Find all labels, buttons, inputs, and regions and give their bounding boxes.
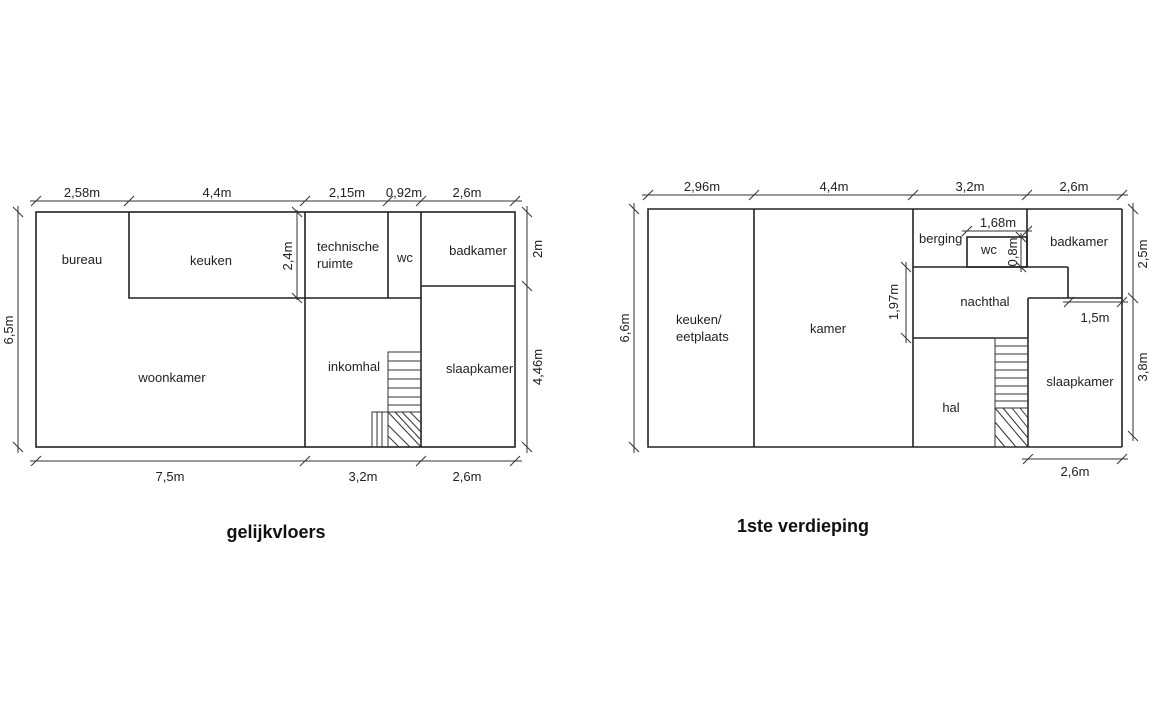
dim-label: 2,6m [453, 185, 482, 200]
first-floor-title: 1ste verdieping [737, 516, 869, 536]
dim-label: 3,2m [956, 179, 985, 194]
dim-label: 2,96m [684, 179, 720, 194]
ground-right-dim-line [521, 206, 533, 453]
dim-label: 2,6m [453, 469, 482, 484]
room-label-slaapkamer: slaapkamer [446, 361, 514, 376]
room-label-ruimte: ruimte [317, 256, 353, 271]
dim-label: 2m [530, 240, 545, 258]
dim-label: 0,92m [386, 185, 422, 200]
wc-width-dim-line [961, 225, 1033, 237]
dim-label: 3,2m [349, 469, 378, 484]
first-outer-wall [647, 208, 1028, 448]
dim-label: 4,4m [820, 179, 849, 194]
ground-bottom-dim-line [30, 455, 522, 467]
dim-label: 1,5m [1081, 310, 1110, 325]
room-label-eetplaats: eetplaats [676, 329, 729, 344]
dim-label: 4,46m [530, 349, 545, 385]
ground-floor-title: gelijkvloers [226, 522, 325, 542]
room-label-keuken: keuken [190, 253, 232, 268]
room-label-wc: wc [396, 250, 413, 265]
ground-top-dim-line [30, 195, 522, 207]
ground-staircase [371, 351, 422, 448]
ground-floor-plan: bureau keuken technische ruimte wc badka… [1, 185, 545, 542]
dim-label: 6,6m [617, 314, 632, 343]
dim-label: 4,4m [203, 185, 232, 200]
dim-label: 2,6m [1061, 464, 1090, 479]
room-label-nachthal: nachthal [960, 294, 1009, 309]
room-label-woonkamer: woonkamer [137, 370, 206, 385]
keuken-wall [128, 212, 305, 299]
first-top-dim-line [642, 189, 1128, 201]
dim-label: 0,8m [1005, 238, 1020, 267]
room-label-kamer: kamer [810, 321, 847, 336]
dim-label: 2,58m [64, 185, 100, 200]
first-left-dim-line [628, 203, 640, 453]
room-label-berging: berging [919, 231, 962, 246]
dim-label: 3,8m [1135, 353, 1150, 382]
ground-left-dim-line [12, 206, 24, 453]
room-label-keuken-eetplaats: keuken/ [676, 312, 722, 327]
first-bottom-dim-line [1022, 453, 1128, 465]
dim-label: 1,68m [980, 215, 1016, 230]
first-floor-plan: keuken/ eetplaats kamer berging wc badka… [617, 179, 1150, 536]
room-label-slaapkamer: slaapkamer [1046, 374, 1114, 389]
room-label-badkamer: badkamer [1050, 234, 1108, 249]
dim-label: 2,4m [280, 242, 295, 271]
ground-outer-wall [35, 211, 516, 448]
first-right-dim-line [1127, 203, 1139, 442]
room-label-inkomhal: inkomhal [328, 359, 380, 374]
room-label-wc: wc [980, 242, 997, 257]
first-staircase [994, 337, 1029, 448]
dim-label: 6,5m [1, 316, 16, 345]
nachthal-depth-dim-line [900, 261, 912, 344]
dim-label: 2,6m [1060, 179, 1089, 194]
wc-depth-dim-line [1015, 231, 1027, 273]
dim-label: 2,5m [1135, 240, 1150, 269]
slaapkamer-inset-dim-line [1063, 296, 1128, 308]
dim-label: 2,15m [329, 185, 365, 200]
keuken-depth-dim-line [291, 206, 303, 304]
room-label-technische: technische [317, 239, 379, 254]
dim-label: 1,97m [886, 284, 901, 320]
room-label-bureau: bureau [62, 252, 102, 267]
room-label-badkamer: badkamer [449, 243, 507, 258]
room-label-hal: hal [942, 400, 959, 415]
dim-label: 7,5m [156, 469, 185, 484]
